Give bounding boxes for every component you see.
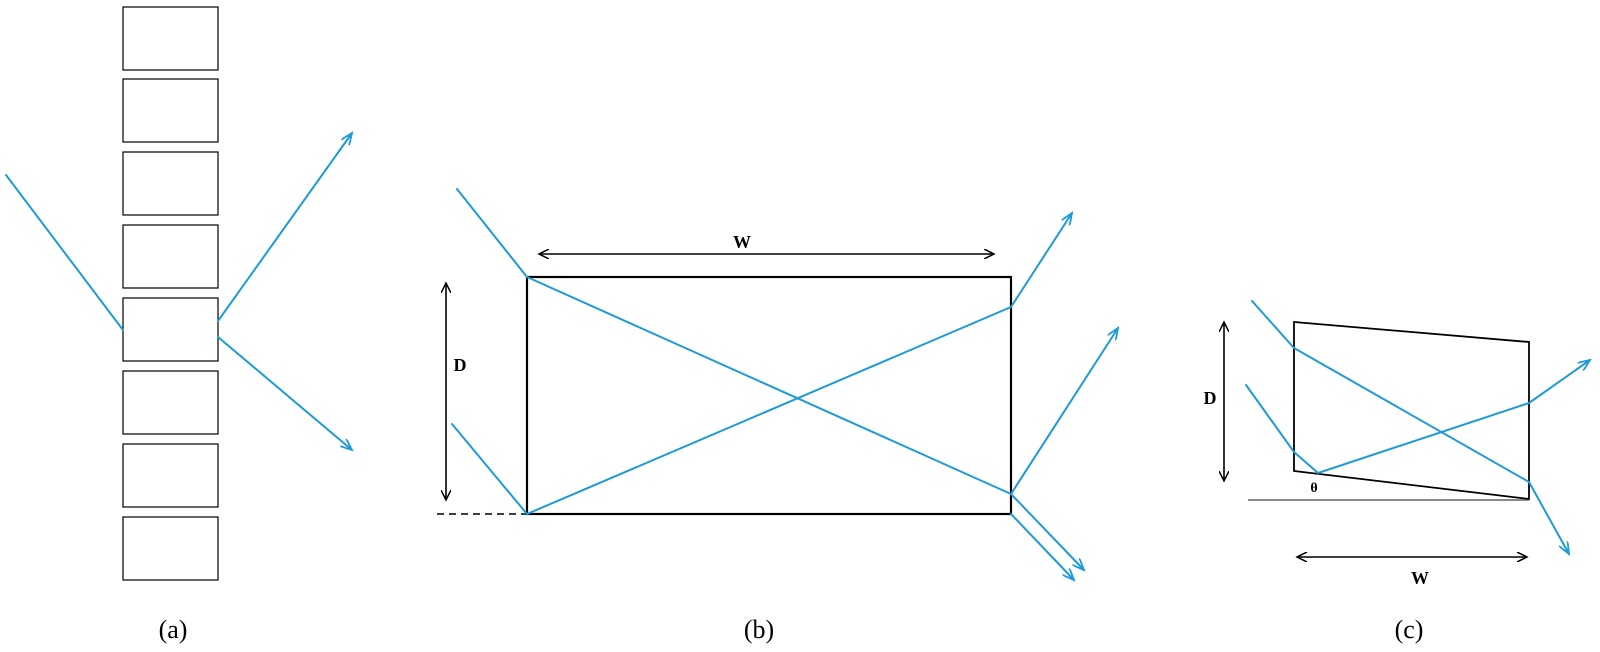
caption-a: (a) <box>159 615 188 644</box>
panel-a: (a) <box>5 6 352 644</box>
width-label-b: W <box>733 232 751 252</box>
incident-ray-lower-c <box>1245 384 1295 453</box>
internal-ray-up-b <box>526 306 1012 515</box>
incident-ray-lower-b <box>451 423 528 515</box>
exit-ray-down-2-b <box>1010 513 1074 580</box>
cell-8 <box>122 516 219 581</box>
incident-ray-a <box>5 174 124 331</box>
internal-ray-lower-c <box>1317 402 1530 474</box>
caption-c: (c) <box>1395 615 1424 644</box>
internal-ray-upper-c <box>1293 347 1530 483</box>
cell-4 <box>122 224 219 289</box>
cell-2 <box>122 78 219 143</box>
angle-label-c: θ <box>1310 481 1317 496</box>
cell-3 <box>122 151 219 216</box>
depth-label-c: D <box>1204 388 1217 408</box>
internal-ray-down-b <box>526 276 1012 495</box>
incident-ray-upper-b <box>456 188 528 278</box>
exit-ray-up-c <box>1528 360 1590 404</box>
exit-ray-down-c <box>1528 481 1569 554</box>
cell-7 <box>122 443 219 508</box>
cell-6 <box>122 370 219 435</box>
cell-1 <box>122 6 219 71</box>
reflected-ray-floor-c <box>1293 451 1319 474</box>
width-label-c: W <box>1411 568 1429 588</box>
depth-label-b: D <box>454 355 467 375</box>
exit-ray-down-1-b <box>1010 493 1084 570</box>
exit-ray-right-b <box>1010 328 1118 495</box>
transmitted-ray-a <box>217 336 352 450</box>
tilted-slab-c <box>1293 321 1530 501</box>
panel-c: D W θ (c) <box>1204 300 1591 644</box>
caption-b: (b) <box>744 615 774 644</box>
cell-5 <box>122 297 219 362</box>
incident-ray-upper-c <box>1251 300 1295 349</box>
panel-b: W D (b) <box>437 188 1118 644</box>
slab-b <box>525 275 1013 516</box>
reflected-ray-a <box>217 133 352 322</box>
exit-ray-top-b <box>1010 213 1072 308</box>
cell-stack <box>122 6 219 581</box>
